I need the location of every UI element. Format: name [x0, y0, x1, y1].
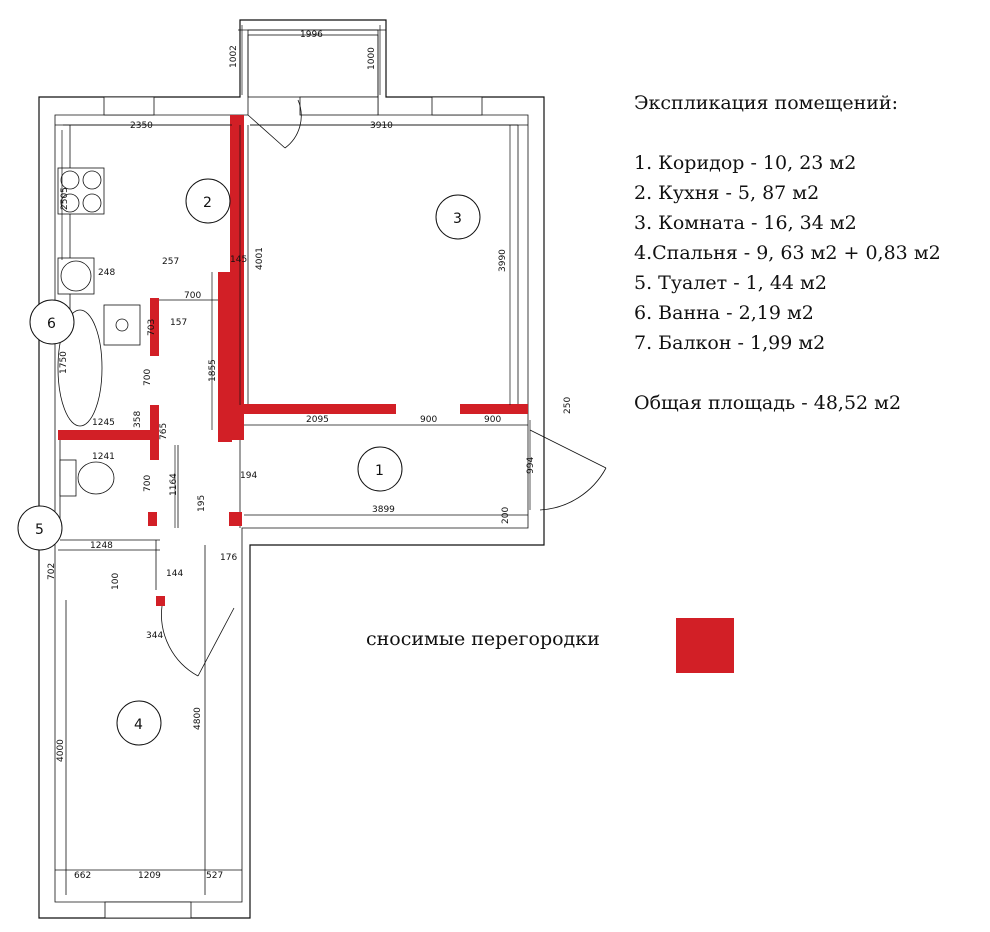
interior-walls: [59, 124, 519, 895]
dim-257: 257: [162, 257, 179, 267]
dim-1996: 1996: [300, 30, 323, 40]
legend-item-corridor: 1. Коридор - 10, 23 м2: [634, 152, 857, 174]
room-label-1: 1: [375, 463, 384, 479]
dim-1164: 1164: [169, 473, 179, 496]
dim-1002: 1002: [229, 45, 239, 68]
doors: [161, 99, 607, 677]
window: [104, 901, 192, 919]
demolition-partitions: [58, 115, 528, 606]
dimension-lines: [55, 25, 531, 871]
outer-wall: [38, 19, 545, 919]
dim-200: 200: [501, 507, 511, 524]
room-label-5: 5: [35, 522, 44, 538]
window: [103, 96, 155, 116]
dim-662: 662: [74, 871, 91, 881]
room-label-6: 6: [47, 316, 56, 332]
room-label-4: 4: [134, 717, 143, 733]
dim-145: 145: [230, 255, 247, 265]
explication-legend: Экспликация помещений: 1. Коридор - 10, …: [634, 88, 941, 418]
dim-157: 157: [170, 318, 187, 328]
dim-765: 765: [159, 423, 169, 440]
dim-994: 994: [526, 457, 536, 474]
dim-4800: 4800: [193, 707, 203, 730]
window: [431, 96, 483, 116]
dim-250: 250: [563, 397, 573, 414]
legend-item-bath: 6. Ванна - 2,19 м2: [634, 302, 814, 324]
inner-wall-line: [54, 29, 529, 903]
dim-4001: 4001: [255, 247, 265, 270]
room-label-2: 2: [203, 195, 212, 211]
legend-item-toilet: 5. Туалет - 1, 44 м2: [634, 272, 827, 294]
dim-1248: 1248: [90, 541, 113, 551]
dim-1241: 1241: [92, 452, 115, 462]
fixtures: [57, 167, 141, 497]
dim-2095: 2095: [306, 415, 329, 425]
dim-100: 100: [111, 573, 121, 590]
dim-700-a: 700: [184, 291, 201, 301]
dim-527: 527: [206, 871, 223, 881]
legend-item-bedroom: 4.Спальня - 9, 63 м2 + 0,83 м2: [634, 242, 941, 264]
dim-3990: 3990: [498, 249, 508, 272]
dim-2505: 2505: [60, 187, 70, 210]
demolition-label: сносимые перегородки: [366, 628, 600, 650]
dim-194: 194: [240, 471, 257, 481]
balcony: [247, 34, 379, 98]
dim-700-b: 700: [143, 369, 153, 386]
dim-1245: 1245: [92, 418, 115, 428]
dim-702: 702: [47, 563, 57, 580]
dim-703: 703: [147, 319, 157, 336]
dim-700-c: 700: [143, 475, 153, 492]
dim-3910: 3910: [370, 121, 393, 131]
legend-total-area: Общая площадь - 48,52 м2: [634, 392, 902, 414]
dim-344: 344: [146, 631, 163, 641]
dim-3899: 3899: [372, 505, 395, 515]
dim-1750: 1750: [59, 351, 69, 374]
dim-176: 176: [220, 553, 237, 563]
dim-358: 358: [133, 411, 143, 428]
dim-1209: 1209: [138, 871, 161, 881]
room-markers: [17, 178, 481, 746]
dim-1000: 1000: [367, 47, 377, 70]
demolition-swatch: [676, 618, 734, 673]
dim-248: 248: [98, 268, 115, 278]
dim-195: 195: [197, 495, 207, 512]
dim-900-a: 900: [420, 415, 437, 425]
dim-4000: 4000: [56, 739, 66, 762]
room-label-3: 3: [453, 211, 462, 227]
legend-item-room: 3. Комната - 16, 34 м2: [634, 212, 857, 234]
legend-item-balcony: 7. Балкон - 1,99 м2: [634, 332, 826, 354]
dim-900-b: 900: [484, 415, 501, 425]
window: [299, 96, 379, 116]
legend-item-kitchen: 2. Кухня - 5, 87 м2: [634, 182, 820, 204]
dim-144: 144: [166, 569, 183, 579]
legend-title: Экспликация помещений:: [634, 92, 898, 114]
dim-1855: 1855: [208, 359, 218, 382]
dim-2350: 2350: [130, 121, 153, 131]
